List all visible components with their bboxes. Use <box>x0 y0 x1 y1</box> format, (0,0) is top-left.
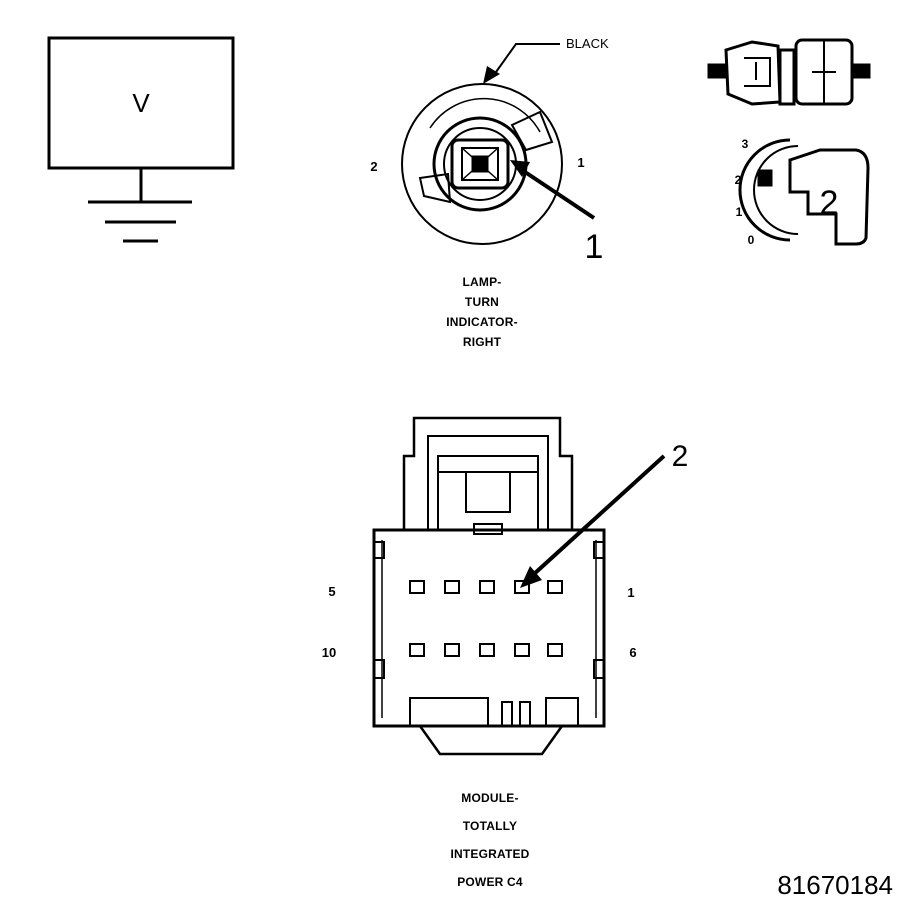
black-leader-line <box>495 43 560 73</box>
module-pin-label-5: 5 <box>328 584 335 599</box>
module-latch-outer <box>402 416 574 530</box>
module-pin-label-10: 10 <box>322 645 336 660</box>
lamp-pin-label-2: 2 <box>370 159 377 174</box>
switch-position-0: 0 <box>748 233 755 247</box>
lamp-caption-line: LAMP- <box>462 275 502 289</box>
voltmeter-symbol <box>47 36 235 243</box>
figure-number: 81670184 <box>777 870 893 900</box>
callout-2-arrowhead <box>520 566 542 588</box>
module-caption: MODULE- TOTALLY INTEGRATED POWER C4 <box>410 784 570 896</box>
callout-2-arrow-line <box>532 454 666 576</box>
module-callout-2: 2 <box>672 440 689 473</box>
lamp-outer-ring <box>401 83 563 245</box>
lamp-pin-label-1: 1 <box>577 155 584 170</box>
cavity-8 <box>479 643 495 657</box>
module-bottom-shroud <box>418 725 564 756</box>
lamp-color-label: BLACK <box>566 36 609 51</box>
module-pin-label-1: 1 <box>627 585 634 600</box>
module-caption-line: POWER C4 <box>457 875 523 889</box>
lamp-caption-line: TURN <box>464 295 500 309</box>
module-side-lock-br <box>593 659 605 679</box>
module-caption-line: INTEGRATED <box>450 847 530 861</box>
cavity-3 <box>479 580 495 594</box>
lamp-connector <box>401 83 563 245</box>
cavity-1 <box>547 580 563 594</box>
lamp-caption-line: INDICATOR- <box>446 315 518 329</box>
module-connector <box>372 416 606 756</box>
cavity-6 <box>547 643 563 657</box>
module-bottom-cavities <box>409 643 563 657</box>
module-side-lock-tl <box>373 541 385 559</box>
switch-callout-2: 2 <box>820 184 839 222</box>
lamp-key-bottom <box>418 172 452 204</box>
voltmeter-label: V <box>132 88 150 118</box>
module-pin-label-6: 6 <box>629 645 636 660</box>
cavity-4 <box>444 580 460 594</box>
plug-detail <box>707 38 871 106</box>
module-side-lock-tr <box>593 541 605 559</box>
black-leader-arrowhead <box>483 66 500 84</box>
lamp-caption-line: RIGHT <box>462 335 502 349</box>
switch-position-2: 2 <box>735 173 742 187</box>
switch-position-3: 3 <box>742 137 749 151</box>
module-caption-line: TOTALLY <box>462 819 518 833</box>
switch-position-1: 1 <box>736 205 743 219</box>
cavity-9 <box>444 643 460 657</box>
lamp-caption: LAMP- TURN INDICATOR- RIGHT <box>412 272 552 352</box>
module-caption-line: MODULE- <box>461 791 519 805</box>
callout-1-arrowhead <box>510 160 530 177</box>
callout-1-arrow-line <box>520 168 596 220</box>
module-side-lock-bl <box>373 659 385 679</box>
cavity-7 <box>514 643 530 657</box>
callout-1: 1 <box>585 228 604 266</box>
switch-detail <box>738 138 870 246</box>
lamp-key-top <box>510 110 554 152</box>
cavity-10 <box>409 643 425 657</box>
module-top-cavities <box>409 580 563 594</box>
cavity-5 <box>409 580 425 594</box>
